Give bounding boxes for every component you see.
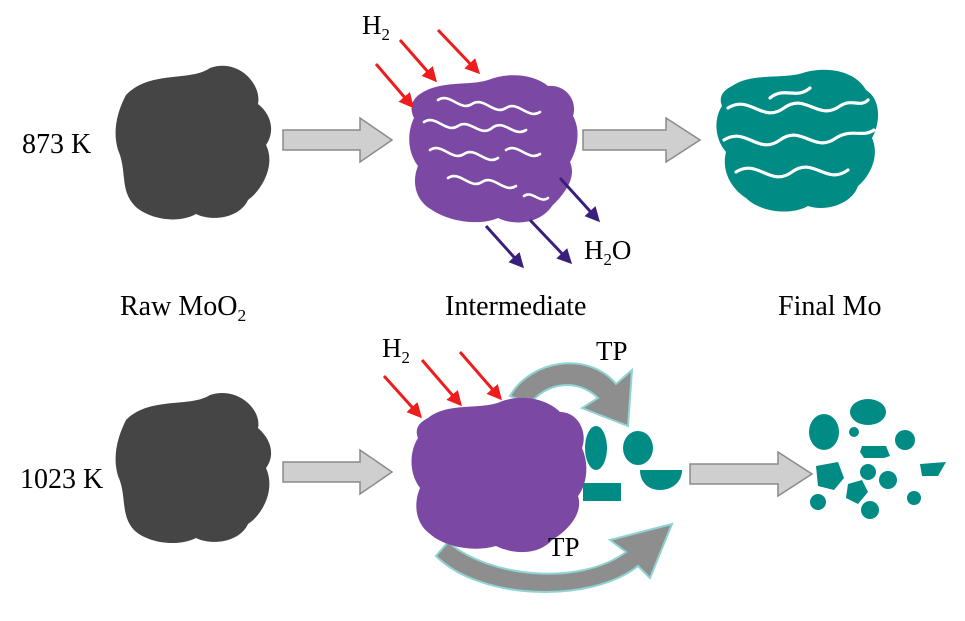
stage-label-final: Final Mo <box>778 291 882 322</box>
h2-sub: 2 <box>381 24 390 44</box>
final-mo-particle-icon <box>716 69 879 212</box>
h2-main: H <box>382 333 402 363</box>
stage-label-raw: Raw MoO2 <box>120 291 247 326</box>
h2o-o: O <box>611 235 632 265</box>
h2o-h: H <box>584 235 604 265</box>
temperature-label-1023: 1023 K <box>20 464 104 495</box>
intermediate-particle-icon <box>409 75 578 223</box>
h2o-sub: 2 <box>603 249 612 269</box>
h2-sub: 2 <box>401 347 410 367</box>
process-arrow-icon <box>282 448 394 496</box>
raw-mo2-particle-icon <box>115 65 272 220</box>
stage-label-intermediate: Intermediate <box>445 291 587 322</box>
mo-fragment-icon <box>809 399 946 519</box>
intermediate-particle-icon <box>411 397 587 553</box>
process-arrow-icon <box>282 116 394 164</box>
tp-label-top: TP <box>596 336 628 366</box>
process-arrow-icon <box>689 450 814 498</box>
tp-label-bottom: TP <box>548 532 580 562</box>
h2-label-top: H2 <box>362 12 390 44</box>
tp-arrow-icon <box>434 362 674 593</box>
h2-label-bottom: H2 <box>382 335 410 367</box>
h2o-arrow-icon <box>484 176 601 269</box>
raw-label-main: Raw MoO <box>120 291 238 322</box>
h2-main: H <box>362 10 382 40</box>
h2-arrow-icon <box>374 28 481 109</box>
temperature-label-873: 873 K <box>22 129 92 160</box>
process-arrow-icon <box>582 116 702 164</box>
raw-label-sub: 2 <box>237 306 247 326</box>
h2-arrow-icon <box>382 351 502 419</box>
h2o-label: H2O <box>584 237 631 269</box>
raw-mo2-particle-icon <box>115 393 272 544</box>
mo-fragment-icon <box>583 426 682 501</box>
